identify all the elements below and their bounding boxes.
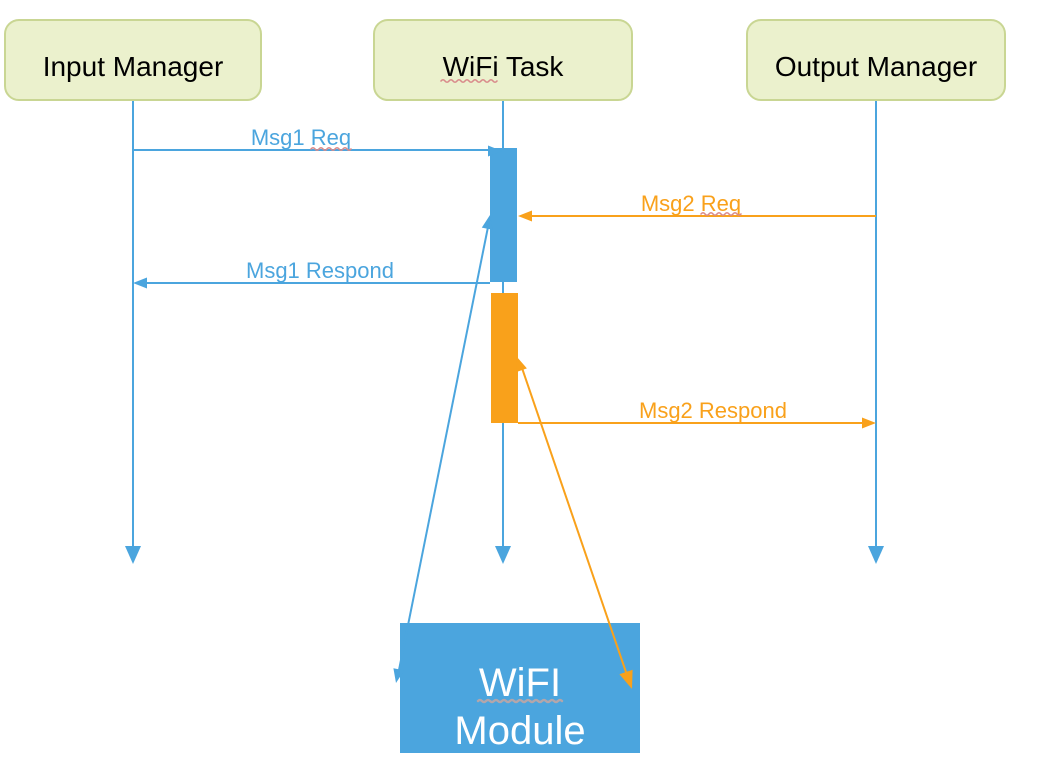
module-box (400, 623, 640, 753)
module-link-orange (516, 357, 633, 689)
message-label-msg2-respond: Msg2 Respond (639, 398, 787, 423)
message-label-msg1-respond: Msg1 Respond (246, 258, 394, 283)
arrow-up-icon (516, 357, 527, 372)
message-msg1-respond: Msg1 Respond (133, 258, 490, 289)
arrow-down-icon (868, 546, 884, 564)
spellcheck-squiggle-icon (476, 698, 564, 704)
activation-bar-blue (490, 148, 517, 282)
spellcheck-squiggle-icon (700, 211, 742, 217)
arrow-left-icon (133, 277, 147, 289)
actor-label-wifi-task: WiFi Task (443, 51, 565, 82)
actor-label-output-manager: Output Manager (775, 51, 977, 82)
arrow-down-icon (393, 668, 405, 683)
arrow-up-icon (481, 215, 493, 230)
arrow-down-icon (125, 546, 141, 564)
message-msg1-req: Msg1 Req (133, 125, 502, 157)
actor-box-output-manager (746, 19, 1006, 101)
actor-input-manager: Input Manager (4, 19, 262, 101)
message-label-msg1-req: Msg1 Req (251, 125, 351, 150)
message-label-msg2-req: Msg2 Req (641, 191, 741, 216)
wifi-module-node: WiFI Module (400, 623, 640, 753)
module-link-orange-line (521, 367, 629, 679)
arrow-right-icon (488, 145, 502, 157)
arrow-right-icon (862, 417, 876, 429)
actor-label-input-manager: Input Manager (43, 51, 224, 82)
message-msg2-req: Msg2 Req (518, 191, 876, 222)
arrow-down-icon (495, 546, 511, 564)
actor-box-wifi-task (373, 19, 633, 101)
arrow-left-icon (518, 210, 532, 222)
actor-wifi-task: WiFi Task (373, 19, 633, 101)
message-msg2-respond: Msg2 Respond (518, 398, 876, 429)
spellcheck-squiggle-icon (310, 146, 352, 152)
module-link-blue (393, 215, 493, 683)
actor-output-manager: Output Manager (746, 19, 1006, 101)
arrow-down-icon (619, 669, 633, 689)
module-link-blue-line (398, 226, 489, 671)
module-label-line1: WiFI (479, 661, 561, 705)
lifeline-output-manager (868, 100, 884, 564)
actor-box-input-manager (4, 19, 262, 101)
lifeline-input-manager (125, 100, 141, 564)
module-label-line2: Module (454, 709, 585, 753)
activation-bar-orange (491, 293, 518, 423)
spellcheck-squiggle-icon (440, 78, 498, 84)
